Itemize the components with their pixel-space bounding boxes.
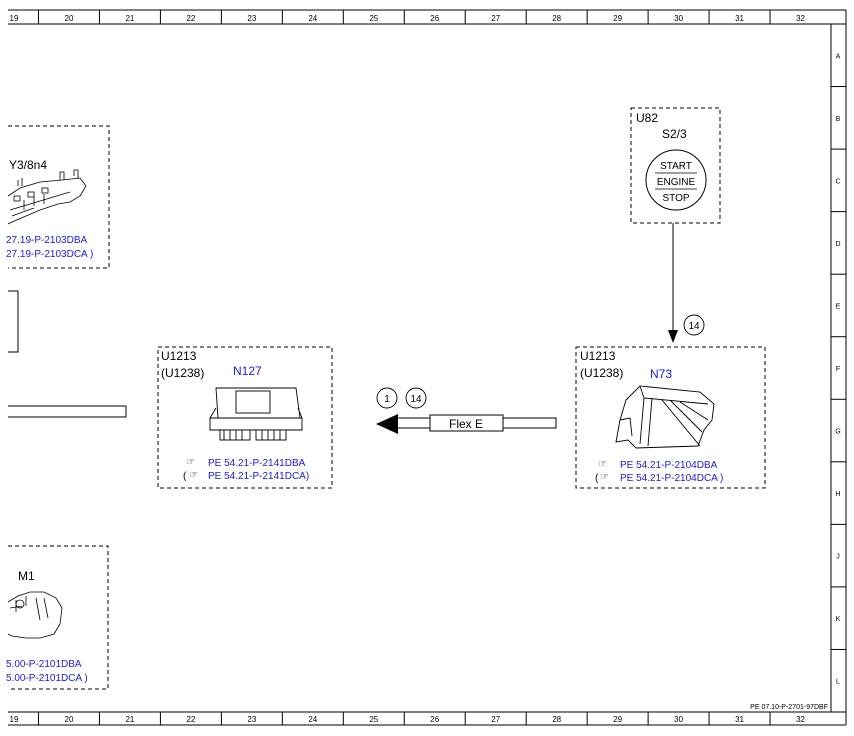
ref-link-2[interactable]: PE 54.21-P-2141DCA): [208, 471, 309, 482]
row-label: F: [836, 366, 840, 373]
column-label: 22: [186, 14, 195, 23]
column-label: 29: [613, 14, 622, 23]
column-label: 20: [65, 14, 74, 23]
component-name: N127: [233, 364, 262, 378]
column-label: 32: [796, 14, 805, 23]
row-label: C: [835, 178, 840, 185]
component-name: N73: [650, 367, 672, 381]
reference-hand-icon-2: ☞: [600, 472, 609, 483]
column-label: 32: [796, 715, 805, 724]
column-labels-bottom: 19 20 21 22 23 24 25 26 27 28 29 30 31 32: [10, 715, 806, 724]
column-label: 21: [125, 14, 134, 23]
row-label: J: [836, 554, 840, 561]
component-box-n73: U1213 (U1238) N73 ☞ PE 54.21-P-2104DBA (…: [575, 346, 766, 489]
column-label: 23: [247, 14, 256, 23]
start-stop-button-icon: START ENGINE STOP: [645, 149, 707, 211]
component-code-alt: (U1238): [580, 366, 623, 380]
component-box-y3-8n4: Y3/8n4 27.19-P-2103DBA 27.19-P-2103DCA ): [6, 125, 110, 269]
column-label: 30: [674, 715, 683, 724]
row-label: A: [836, 53, 841, 60]
column-label: 28: [552, 14, 561, 23]
column-label: 21: [125, 715, 134, 724]
button-label-engine: ENGINE: [657, 177, 696, 188]
column-label: 20: [65, 715, 74, 724]
ref-paren: (: [595, 473, 599, 484]
component-name: M1: [18, 569, 35, 583]
reference-hand-icon: ☞: [598, 459, 607, 470]
row-label: K: [836, 616, 841, 623]
ref-link-2[interactable]: 27.19-P-2103DCA ): [6, 249, 93, 260]
partial-bus-left: [8, 405, 127, 418]
starter-motor-illustration: [7, 591, 63, 639]
reference-hand-icon: ☞: [186, 457, 195, 468]
component-box-m1: M1 5.00-P-2101DBA 5.00-P-2101DCA ): [6, 545, 109, 690]
row-label: L: [836, 679, 840, 686]
component-box-u82: U82 S2/3 START ENGINE STOP: [630, 107, 721, 224]
column-labels-top: 19 20 21 22 23 24 25 26 27 28 29 30 31 32: [10, 14, 806, 23]
signal-number-14: 14: [410, 394, 422, 405]
column-label: 27: [491, 715, 500, 724]
drawing-frame: [8, 9, 847, 726]
row-label: G: [835, 429, 840, 436]
column-label: 24: [308, 715, 317, 724]
row-label: H: [835, 491, 840, 498]
column-label: 19: [10, 715, 19, 724]
column-ticks: [37, 10, 771, 725]
signal-line-u82-to-n73: 14: [668, 223, 705, 343]
row-label: B: [836, 116, 841, 123]
component-code: U1213: [580, 349, 616, 363]
reference-hand-icon-2: ☞: [189, 470, 198, 481]
bus-label: Flex E: [449, 417, 483, 431]
column-label: 31: [735, 14, 744, 23]
row-ticks: [831, 86, 846, 650]
ref-paren: (: [183, 471, 187, 482]
valve-body-illustration: [7, 169, 87, 225]
ref-link-1[interactable]: 27.19-P-2103DBA: [6, 235, 87, 246]
column-label: 24: [308, 14, 317, 23]
component-code-alt: (U1238): [161, 366, 204, 380]
control-module-illustration: [209, 387, 303, 441]
column-label: 26: [430, 715, 439, 724]
row-label: D: [835, 241, 840, 248]
ref-link-1[interactable]: PE 54.21-P-2104DBA: [620, 460, 718, 471]
signal-number-1: 1: [384, 394, 390, 405]
column-label: 22: [186, 715, 195, 724]
row-label: E: [836, 303, 841, 310]
row-labels: A B C D E F G H J K L: [835, 53, 840, 685]
column-label: 28: [552, 715, 561, 724]
ref-link-1[interactable]: PE 54.21-P-2141DBA: [208, 458, 306, 469]
component-name: Y3/8n4: [9, 158, 47, 172]
column-label: 30: [674, 14, 683, 23]
ref-link-1[interactable]: 5.00-P-2101DBA: [6, 659, 82, 670]
column-label: 25: [369, 14, 378, 23]
footer-code: PE 07.10-P-2701-97DBF: [750, 704, 828, 711]
component-code: U1213: [161, 349, 197, 363]
partial-component-left: [8, 290, 19, 353]
component-name: S2/3: [662, 127, 687, 141]
column-label: 31: [735, 715, 744, 724]
ref-link-2[interactable]: 5.00-P-2101DCA ): [6, 673, 88, 684]
signal-number: 14: [688, 321, 700, 332]
button-label-stop: STOP: [662, 193, 689, 204]
flex-e-bus: 1 14 Flex E: [376, 387, 557, 434]
column-label: 19: [10, 14, 19, 23]
column-label: 29: [613, 715, 622, 724]
column-label: 25: [369, 715, 378, 724]
ezs-module-illustration: [615, 385, 715, 449]
button-label-start: START: [660, 161, 692, 172]
column-label: 23: [247, 715, 256, 724]
ref-link-2[interactable]: PE 54.21-P-2104DCA ): [620, 473, 723, 484]
column-label: 26: [430, 14, 439, 23]
component-code: U82: [636, 111, 658, 125]
component-box-n127: U1213 (U1238) N127 ☞ PE 54.21-P-2141DBA …: [157, 346, 333, 489]
column-label: 27: [491, 14, 500, 23]
